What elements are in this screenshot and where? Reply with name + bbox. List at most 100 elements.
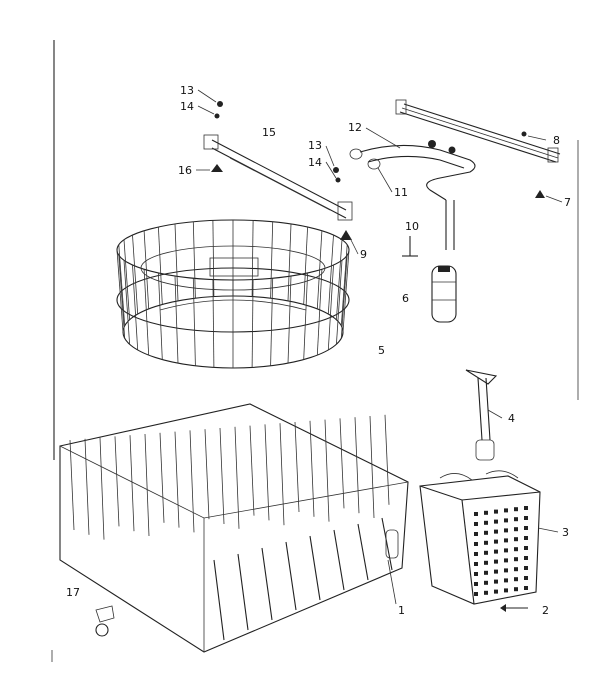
wire bbox=[279, 423, 285, 526]
wire bbox=[251, 220, 254, 297]
leader-lines bbox=[196, 89, 563, 605]
basket-hole bbox=[484, 540, 488, 545]
part-5-upper-rack bbox=[116, 219, 350, 369]
basket-hole bbox=[524, 566, 528, 570]
wire bbox=[340, 244, 348, 326]
wire bbox=[270, 278, 274, 366]
wire bbox=[212, 279, 215, 368]
wire bbox=[69, 439, 75, 531]
wire bbox=[303, 226, 308, 305]
basket-hole bbox=[524, 546, 528, 550]
label-8: 8 bbox=[553, 134, 560, 147]
part-8-top-rail bbox=[395, 99, 561, 163]
wire bbox=[123, 260, 130, 345]
wire bbox=[316, 230, 323, 309]
wire bbox=[129, 435, 135, 532]
wire bbox=[192, 278, 196, 366]
part-6-nozzle bbox=[431, 265, 457, 323]
basket-hole bbox=[494, 589, 498, 594]
basket-hole bbox=[484, 510, 488, 515]
wire bbox=[340, 255, 348, 339]
wire bbox=[327, 234, 334, 315]
basket-hole bbox=[494, 579, 498, 584]
wire bbox=[336, 260, 343, 345]
basket-hole bbox=[474, 532, 478, 536]
label-5: 5 bbox=[378, 344, 385, 357]
wire bbox=[212, 220, 215, 297]
basket-hole bbox=[504, 568, 508, 573]
wire bbox=[287, 223, 292, 301]
basket-hole bbox=[494, 539, 498, 544]
wire bbox=[309, 420, 315, 517]
wire bbox=[159, 432, 165, 523]
wire bbox=[116, 249, 124, 333]
basket-hole bbox=[484, 580, 488, 585]
wire bbox=[294, 421, 300, 513]
basket-hole bbox=[504, 558, 508, 563]
basket-hole bbox=[524, 506, 528, 510]
label-14-top: 14 bbox=[180, 100, 194, 113]
part-3-basket bbox=[419, 470, 541, 605]
label-6: 6 bbox=[402, 292, 409, 305]
basket-hole bbox=[514, 557, 518, 562]
wire bbox=[261, 547, 273, 621]
wire bbox=[174, 223, 179, 301]
wire bbox=[174, 431, 180, 528]
part-12-feed-tube bbox=[349, 140, 476, 250]
basket-hole bbox=[514, 507, 518, 512]
wire bbox=[270, 221, 274, 299]
wire bbox=[213, 559, 225, 641]
wire bbox=[132, 264, 139, 351]
wire bbox=[327, 264, 334, 351]
basket-hole bbox=[474, 562, 478, 566]
part-hardware-middle bbox=[333, 167, 341, 183]
basket-hole bbox=[474, 592, 478, 596]
basket-hole bbox=[504, 578, 508, 583]
wire bbox=[158, 272, 163, 360]
part-15-rack-rail bbox=[203, 134, 353, 221]
part-1-lower-rack bbox=[59, 403, 409, 653]
callout-labels: 13 14 16 15 13 14 12 11 10 9 8 7 6 5 4 3… bbox=[66, 84, 571, 617]
basket-hole bbox=[484, 560, 488, 565]
wire bbox=[369, 415, 375, 519]
basket-hole bbox=[474, 542, 478, 546]
label-9: 9 bbox=[360, 248, 367, 261]
wire bbox=[174, 275, 179, 364]
wire bbox=[303, 272, 308, 360]
wire bbox=[357, 523, 369, 581]
wire bbox=[264, 424, 270, 521]
label-13-mid: 13 bbox=[308, 139, 322, 152]
wire bbox=[285, 541, 297, 611]
basket-hole bbox=[524, 516, 528, 520]
label-3: 3 bbox=[562, 526, 569, 539]
basket-hole bbox=[504, 518, 508, 523]
wire bbox=[118, 244, 126, 326]
label-1: 1 bbox=[398, 604, 405, 617]
wire bbox=[354, 417, 360, 514]
basket-hole bbox=[524, 526, 528, 530]
label-13-top: 13 bbox=[180, 84, 194, 97]
wire bbox=[204, 429, 210, 520]
basket-hole bbox=[524, 576, 528, 580]
basket-hole bbox=[494, 549, 498, 554]
wire bbox=[249, 425, 255, 516]
wire bbox=[234, 426, 240, 529]
label-4: 4 bbox=[508, 412, 515, 425]
wire bbox=[189, 430, 195, 533]
basket-hole bbox=[474, 572, 478, 576]
wire bbox=[118, 255, 126, 339]
wire bbox=[339, 418, 345, 509]
part-10-pin bbox=[402, 236, 418, 257]
basket-hole bbox=[504, 588, 508, 593]
wire bbox=[132, 234, 139, 315]
wire bbox=[114, 436, 120, 527]
lower-rack-wires bbox=[69, 414, 393, 641]
basket-hole bbox=[514, 577, 518, 582]
label-7: 7 bbox=[564, 196, 571, 209]
basket-hole bbox=[524, 536, 528, 540]
wire bbox=[333, 529, 345, 591]
basket-hole bbox=[494, 559, 498, 564]
basket-hole bbox=[504, 538, 508, 543]
wire bbox=[251, 279, 254, 368]
basket-hole bbox=[484, 550, 488, 555]
